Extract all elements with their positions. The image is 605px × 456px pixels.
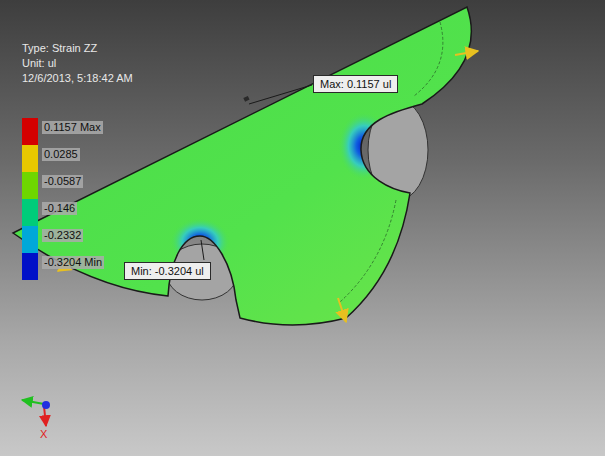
axis-label: X (40, 428, 47, 440)
strain-spot (170, 218, 230, 266)
color-bar-value: -0.0587 (42, 175, 83, 188)
edge-notch (243, 96, 249, 102)
strain-spot (338, 112, 390, 180)
leader-line (249, 85, 312, 104)
result-type: Type: Strain ZZ (22, 42, 97, 54)
color-bar-swatch (22, 253, 38, 280)
load-arrow (338, 298, 346, 322)
color-bar-value: -0.3204 Min (42, 256, 104, 269)
load-arrow (455, 51, 478, 55)
color-bar-swatch (22, 199, 38, 226)
min-callout: Min: -0.3204 ul (124, 262, 211, 280)
color-bar-value: 0.1157 Max (42, 121, 103, 134)
hidden-edge (414, 22, 443, 96)
hidden-edge (340, 200, 396, 302)
axis-triad (22, 400, 44, 404)
color-bar-swatch (22, 145, 38, 172)
callout-text: Min: -0.3204 ul (131, 265, 204, 277)
part-body (13, 7, 471, 325)
color-bar-value: 0.0285 (42, 148, 80, 161)
color-bar-swatch (22, 226, 38, 253)
color-bar-swatch (22, 172, 38, 199)
result-date: 12/6/2013, 5:18:42 AM (22, 72, 133, 84)
max-callout: Max: 0.1157 ul (313, 75, 398, 93)
axis-triad (44, 406, 46, 426)
part-outline (13, 7, 471, 325)
color-bar-swatch (22, 118, 38, 145)
leader-line (201, 240, 204, 260)
color-bar-value: -0.146 (42, 202, 77, 215)
callout-text: Max: 0.1157 ul (320, 78, 391, 90)
axis-triad (42, 401, 50, 409)
color-bar-value: -0.2332 (42, 229, 83, 242)
result-unit: Unit: ul (22, 57, 56, 69)
